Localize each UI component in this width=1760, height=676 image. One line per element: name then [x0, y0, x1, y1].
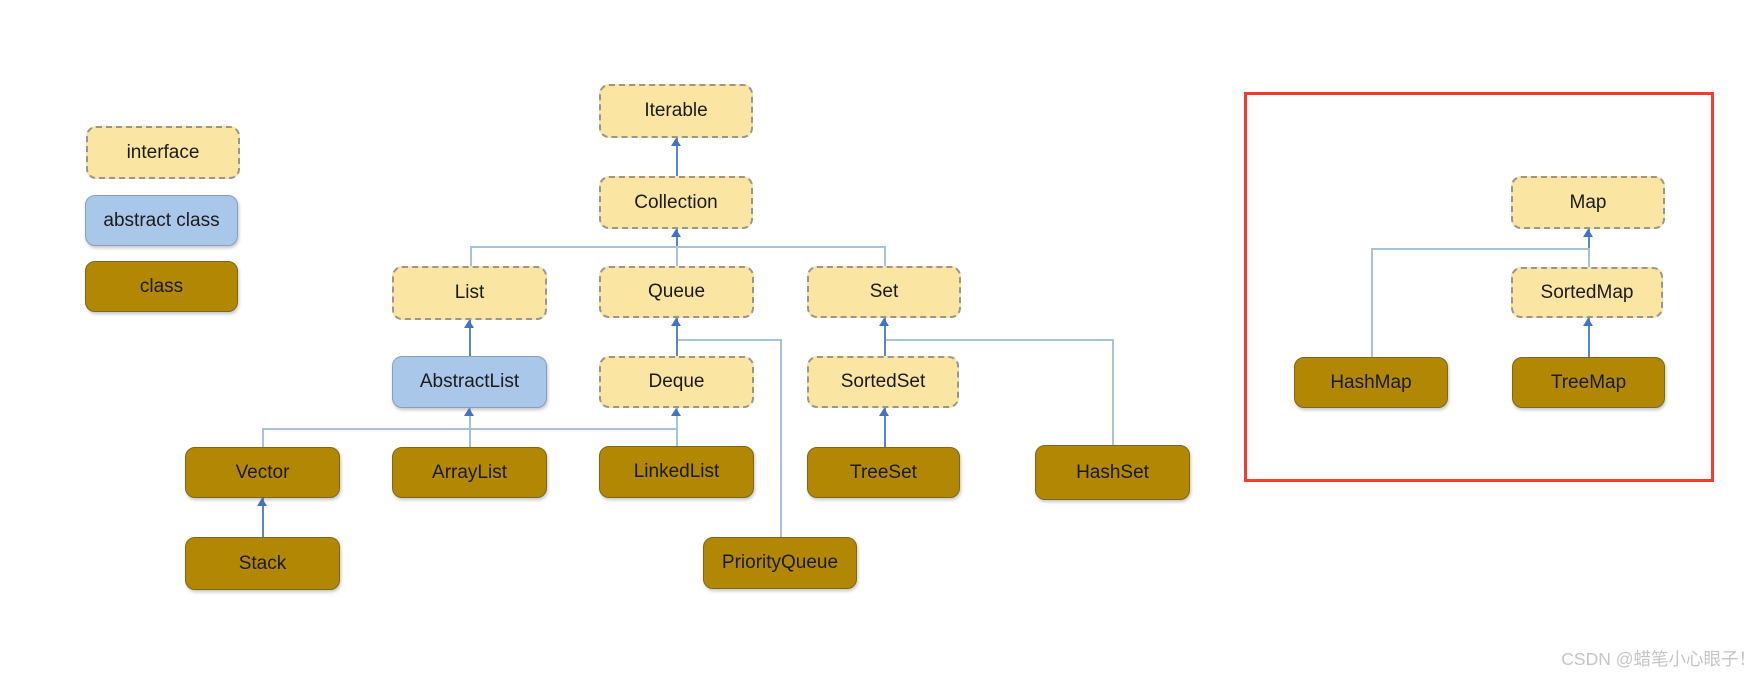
- edge-queue-priorityqueue-v: [780, 339, 782, 537]
- node-iterable: Iterable: [599, 84, 753, 138]
- arrowhead-iterable: [671, 138, 681, 146]
- arrowhead-map: [1583, 229, 1593, 237]
- legend-item-interface: interface: [86, 126, 240, 179]
- node-hashset: HashSet: [1035, 445, 1190, 500]
- arrowhead-sortedset: [879, 408, 889, 416]
- arrowhead-queue: [671, 318, 681, 326]
- arrowhead-set: [879, 318, 889, 326]
- node-abstractlist: AbstractList: [392, 356, 547, 408]
- edge-drop-to-set: [884, 246, 886, 266]
- edge-linkedlist-to-deque: [676, 408, 678, 446]
- edge-set-hashset-v: [1112, 339, 1114, 445]
- node-hashmap: HashMap: [1294, 357, 1448, 408]
- edge-stack-to-vector: [262, 498, 264, 537]
- arrowhead-sortedmap: [1583, 318, 1593, 326]
- edge-rail-to-collection: [676, 229, 678, 246]
- node-queue: Queue: [599, 266, 754, 318]
- edge-treemap-to-sortedmap: [1588, 318, 1590, 357]
- edge-rail-map-children: [1371, 248, 1588, 250]
- node-linkedlist: LinkedList: [599, 446, 754, 498]
- arrowhead-vector: [257, 498, 267, 506]
- edge-hashmap-to-map: [1371, 248, 1373, 357]
- arrowhead-list: [464, 320, 474, 328]
- node-sortedmap: SortedMap: [1511, 267, 1663, 318]
- edge-drop-to-sortedmap: [1588, 248, 1590, 267]
- node-vector: Vector: [185, 447, 340, 498]
- node-deque: Deque: [599, 356, 754, 408]
- edge-drop-to-vector: [262, 428, 264, 447]
- edge-collection-to-iterable: [676, 138, 678, 176]
- edge-rail-to-map: [1588, 229, 1590, 248]
- node-collection: Collection: [599, 176, 753, 229]
- node-treemap: TreeMap: [1512, 357, 1665, 408]
- legend-item-abstract-class: abstract class: [85, 195, 238, 246]
- map-hierarchy-highlight-box: [1244, 92, 1714, 482]
- edge-arraylist-to-abstractlist: [469, 408, 471, 447]
- legend-item-class: class: [85, 261, 238, 312]
- arrowhead-deque: [671, 408, 681, 416]
- node-set: Set: [807, 266, 961, 318]
- edge-abstractlist-to-list: [469, 320, 471, 356]
- edge-queue-priorityqueue-h: [676, 339, 780, 341]
- arrowhead-collection: [671, 229, 681, 237]
- edge-sortedset-to-set: [884, 318, 886, 356]
- edge-set-hashset-h: [884, 339, 1112, 341]
- node-sortedset: SortedSet: [807, 356, 959, 408]
- node-arraylist: ArrayList: [392, 447, 547, 498]
- edge-treeset-to-sortedset: [884, 408, 886, 447]
- node-treeset: TreeSet: [807, 447, 960, 498]
- node-map: Map: [1511, 176, 1665, 229]
- arrowhead-abstractlist: [464, 408, 474, 416]
- edge-deque-to-queue: [676, 318, 678, 356]
- node-priorityqueue: PriorityQueue: [703, 537, 857, 589]
- node-list: List: [392, 266, 547, 320]
- csdn-watermark: CSDN @蜡笔小心眼子！: [1561, 649, 1756, 669]
- edge-drop-to-queue: [676, 246, 678, 266]
- node-stack: Stack: [185, 537, 340, 590]
- edge-drop-to-list: [470, 246, 472, 266]
